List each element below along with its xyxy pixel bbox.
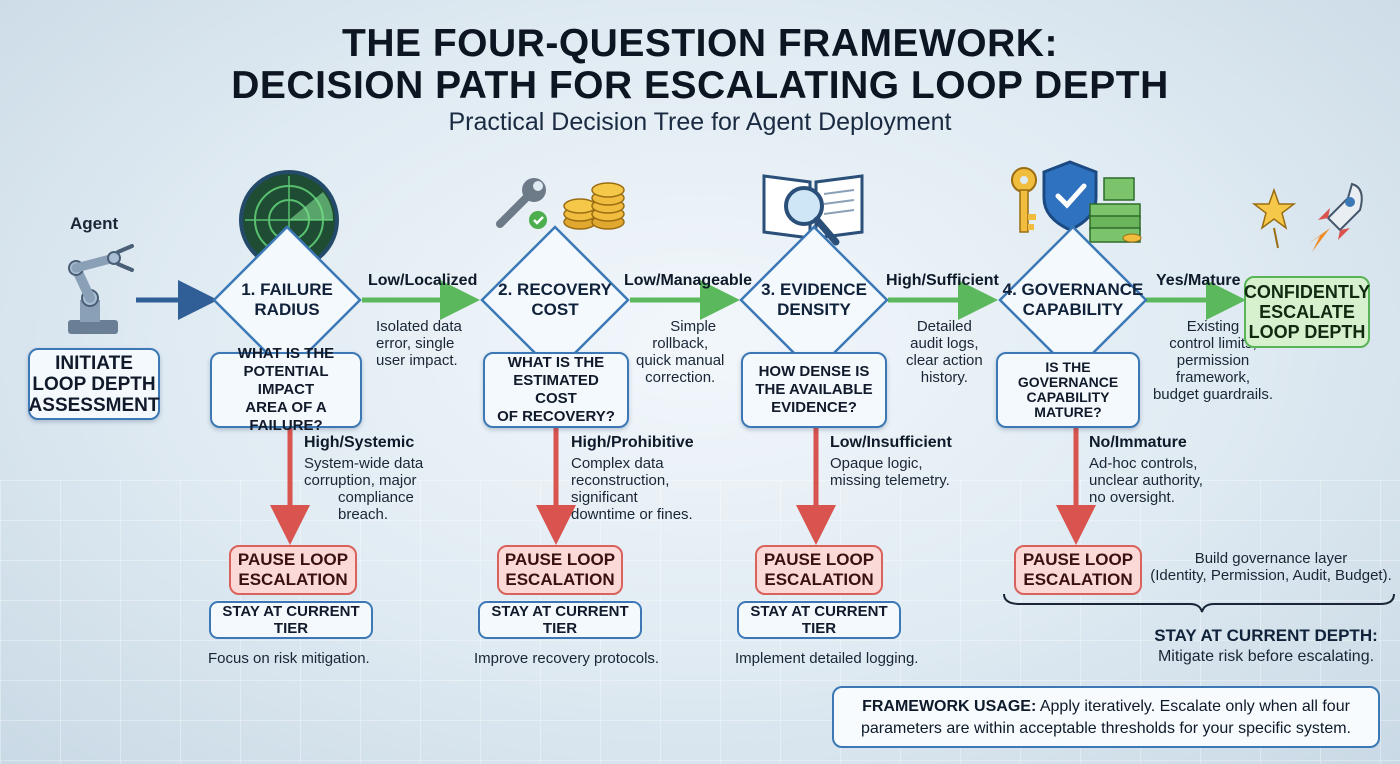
page-subtitle: Practical Decision Tree for Agent Deploy… [448,108,952,136]
diamond-4-line1: 4. GOVERNANCE [1002,280,1144,299]
rocket-icon [1308,182,1363,252]
note-2: Improve recovery protocols. [474,650,660,667]
diamond-1-line1: 1. FAILURE [241,280,333,299]
diamond-3-line2: DENSITY [777,300,851,319]
no-label-4: No/Immature [1089,434,1187,451]
start-line1: INITIATE [55,352,133,374]
q1-line2: POTENTIAL IMPACT [243,363,329,398]
q1-line1: WHAT IS THE [237,345,335,362]
star-icon [1251,187,1297,249]
stay-box-3: STAY AT CURRENT TIER [737,601,901,639]
wrench-coins-icons [496,178,625,230]
framework-usage-box: FRAMEWORK USAGE: Apply iteratively. Esca… [832,686,1380,748]
q4-line4: MATURE? [1034,404,1102,420]
q2-line3: OF RECOVERY? [497,408,615,425]
yes-label-4: Yes/Mature [1156,272,1241,289]
robot-arm-icon [68,244,134,334]
q4-line3: CAPABILITY [1026,389,1110,405]
page-title-line2: DECISION PATH FOR ESCALATING LOOP DEPTH [231,64,1169,107]
usage-text1: Apply iteratively. Escalate only when al… [1036,698,1350,715]
key-icon [1011,167,1037,233]
yes-label-2: Low/Manageable [624,272,753,289]
agent-label: Agent [70,214,119,233]
diamond-2-line2: COST [531,300,579,319]
q1-line3: AREA OF A FAILURE? [245,399,327,434]
no-label-3: Low/Insufficient [830,434,952,451]
yes-label-1: Low/Localized [368,272,478,289]
governance-icons [1011,160,1142,243]
start-line3: ASSESSMENT [28,394,160,416]
star-rocket-icons [1251,182,1363,252]
money-icon [1089,177,1142,243]
no-label-2: High/Prohibitive [571,434,694,451]
start-line2: LOOP DEPTH [32,373,156,395]
build-governance-note: Build governance layer(Identity, Permiss… [1150,550,1392,584]
q3-line1: HOW DENSE IS [758,363,870,380]
q2-line1: WHAT IS THE [507,354,605,371]
diamond-1-line2: RADIUS [254,300,320,319]
stay-depth-desc: Mitigate risk before escalating. [1157,648,1375,665]
note-3: Implement detailed logging. [735,650,919,667]
q3-line3: EVIDENCE? [771,399,857,416]
no-desc-3: Opaque logic,missing telemetry. [830,455,950,489]
shield-check-icon [1042,160,1098,232]
diamond-2-line1: 2. RECOVERY [498,280,612,299]
q3-line2: THE AVAILABLE [755,381,873,398]
diamond-4-line2: CAPABILITY [1022,300,1124,319]
usage-bold: FRAMEWORK USAGE: [862,698,1037,715]
note-1: Focus on risk mitigation. [208,650,370,667]
yes-label-3: High/Sufficient [886,272,999,289]
book-magnifier-icon [762,174,864,246]
coins-icon [563,182,625,230]
usage-text2: parameters are within acceptable thresho… [861,720,1351,737]
no-desc-4: Ad-hoc controls,unclear authority,no ove… [1089,455,1203,506]
stay-box-2: STAY AT CURRENT TIER [478,601,642,639]
stay-depth-title: STAY AT CURRENT DEPTH: [1154,626,1378,645]
wrench-icon [496,178,547,229]
diamond-3-line1: 3. EVIDENCE [761,280,867,299]
q2-line2: ESTIMATED COST [513,372,599,407]
stay-box-1: STAY AT CURRENT TIER [209,601,373,639]
q4-line2: GOVERNANCE [1017,374,1119,390]
q4-line1: IS THE [1045,359,1091,375]
page-title-line1: THE FOUR-QUESTION FRAMEWORK: [342,22,1058,65]
no-label-1: High/Systemic [304,434,415,451]
brace [1003,593,1395,613]
